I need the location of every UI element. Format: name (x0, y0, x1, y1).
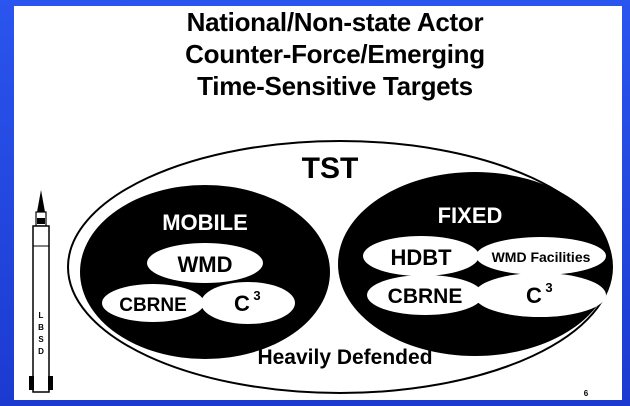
missile-letter-l: L (39, 311, 44, 320)
mobile-cbrne-bubble (102, 284, 204, 322)
title-line-2: Counter-Force/Emerging (185, 39, 485, 69)
mobile-cbrne-label: CBRNE (119, 295, 187, 316)
fixed-hdbt-bubble (363, 236, 479, 276)
mobile-wmd-label: WMD (178, 252, 233, 277)
fixed-wmd-facilities-label: WMD Facilities (492, 249, 591, 265)
mobile-label: MOBILE (162, 210, 248, 235)
page-number: 6 (584, 389, 589, 398)
fixed-c3-label: C (526, 283, 542, 308)
missile-letter-d: D (38, 347, 44, 356)
fixed-c3-superscript: 3 (545, 280, 552, 295)
mobile-c3-bubble (201, 282, 295, 324)
fixed-cbrne-label: CBRNE (388, 285, 463, 308)
slide-title: National/Non-state Actor Counter-Force/E… (0, 6, 630, 102)
fixed-hdbt-label: HDBT (390, 245, 452, 270)
mobile-wmd-bubble (147, 243, 263, 283)
fixed-cbrne-bubble (367, 275, 483, 315)
mobile-c3-label: C (234, 291, 250, 316)
title-line-1: National/Non-state Actor (186, 7, 484, 37)
fixed-wmd-facilities-bubble (476, 237, 606, 275)
tst-label: TST (302, 152, 359, 185)
missile-icon: L B S D (29, 190, 53, 393)
missile-letter-s: S (38, 335, 44, 344)
fixed-c3-bubble (474, 273, 606, 317)
title-line-3: Time-Sensitive Targets (197, 71, 473, 101)
heavily-defended-label: Heavily Defended (257, 346, 432, 369)
fixed-label: FIXED (438, 203, 503, 228)
missile-letter-b: B (38, 323, 44, 332)
mobile-c3-superscript: 3 (253, 288, 260, 303)
